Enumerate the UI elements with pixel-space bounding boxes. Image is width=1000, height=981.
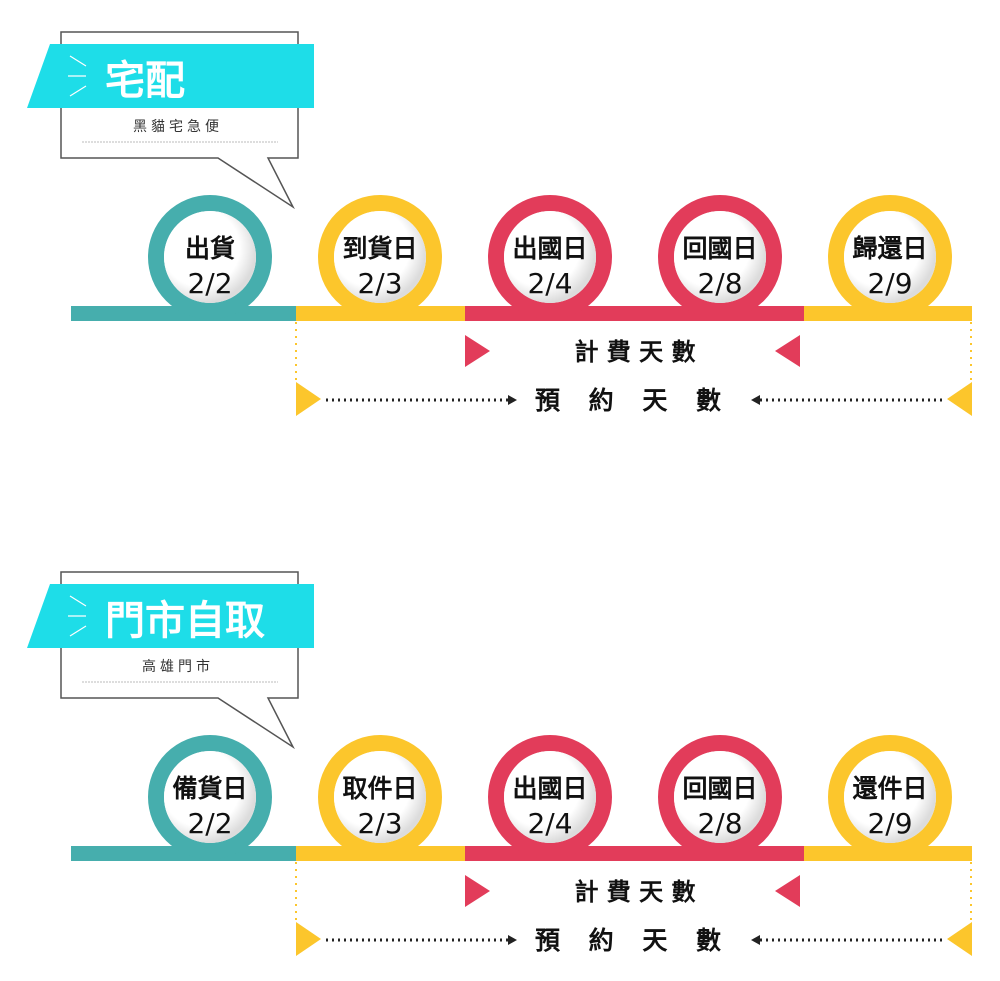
triangle-left-icon bbox=[775, 875, 800, 907]
triangle-right-icon bbox=[296, 382, 321, 416]
section-title: 門市自取 bbox=[105, 598, 265, 644]
triangle-left-icon bbox=[947, 382, 972, 416]
billing-days-label: 計 費 天 數 bbox=[574, 338, 695, 366]
arrowhead-left-icon bbox=[751, 395, 760, 405]
triangle-right-icon bbox=[296, 922, 321, 956]
step-label: 出國日 bbox=[512, 774, 587, 803]
step-circle: 歸還日 2/9 bbox=[828, 195, 952, 319]
step-date: 2/9 bbox=[867, 807, 912, 840]
step-circle: 取件日 2/3 bbox=[318, 735, 442, 859]
step-circle: 還件日 2/9 bbox=[828, 735, 952, 859]
timeline-section: 門市自取高雄門市備貨日 2/2 取件日 2/3 出國日 2/4 回國日 2/8 還件日 2/9 計 … bbox=[0, 540, 1000, 980]
step-label: 到貨日 bbox=[342, 234, 417, 263]
step-circle: 出國日 2/4 bbox=[488, 735, 612, 859]
arrowhead-left-icon bbox=[751, 935, 760, 945]
step-label: 取件日 bbox=[342, 774, 417, 803]
step-circle: 回國日 2/8 bbox=[658, 735, 782, 859]
chevron-icon bbox=[68, 595, 87, 637]
step-date: 2/9 bbox=[867, 267, 912, 300]
booking-days-label: 預 約 天 數 bbox=[535, 926, 731, 955]
step-circle: 回國日 2/8 bbox=[658, 195, 782, 319]
section-subtitle: 黑貓宅急便 bbox=[133, 119, 223, 135]
section-subtitle: 高雄門市 bbox=[142, 658, 214, 675]
step-date: 2/4 bbox=[527, 267, 572, 300]
arrowhead-right-icon bbox=[508, 395, 517, 405]
booking-days-label: 預 約 天 數 bbox=[535, 386, 731, 415]
step-date: 2/3 bbox=[357, 807, 402, 840]
triangle-right-icon bbox=[465, 335, 490, 367]
step-circle: 出貨 2/2 bbox=[148, 195, 272, 319]
billing-days-label: 計 費 天 數 bbox=[574, 878, 695, 906]
step-label: 出貨 bbox=[185, 234, 235, 263]
step-label: 還件日 bbox=[852, 774, 927, 803]
section-title: 宅配 bbox=[105, 58, 185, 104]
title-banner bbox=[27, 584, 314, 648]
step-circle: 備貨日 2/2 bbox=[148, 735, 272, 859]
step-label: 備貨日 bbox=[172, 774, 247, 803]
step-date: 2/8 bbox=[697, 807, 742, 840]
step-label: 回國日 bbox=[682, 774, 757, 803]
triangle-right-icon bbox=[465, 875, 490, 907]
triangle-left-icon bbox=[775, 335, 800, 367]
chevron-icon bbox=[68, 55, 87, 97]
step-label: 歸還日 bbox=[852, 234, 927, 263]
title-banner bbox=[27, 44, 314, 108]
step-label: 出國日 bbox=[512, 234, 587, 263]
step-date: 2/2 bbox=[187, 267, 232, 300]
arrowhead-right-icon bbox=[508, 935, 517, 945]
step-date: 2/3 bbox=[357, 267, 402, 300]
step-date: 2/2 bbox=[187, 807, 232, 840]
step-circle: 到貨日 2/3 bbox=[318, 195, 442, 319]
step-date: 2/8 bbox=[697, 267, 742, 300]
timeline-section: 宅配黑貓宅急便出貨 2/2 到貨日 2/3 出國日 2/4 回國日 2/8 歸還日 2/9 計 費 … bbox=[0, 0, 1000, 440]
step-label: 回國日 bbox=[682, 234, 757, 263]
step-date: 2/4 bbox=[527, 807, 572, 840]
triangle-left-icon bbox=[947, 922, 972, 956]
step-circle: 出國日 2/4 bbox=[488, 195, 612, 319]
